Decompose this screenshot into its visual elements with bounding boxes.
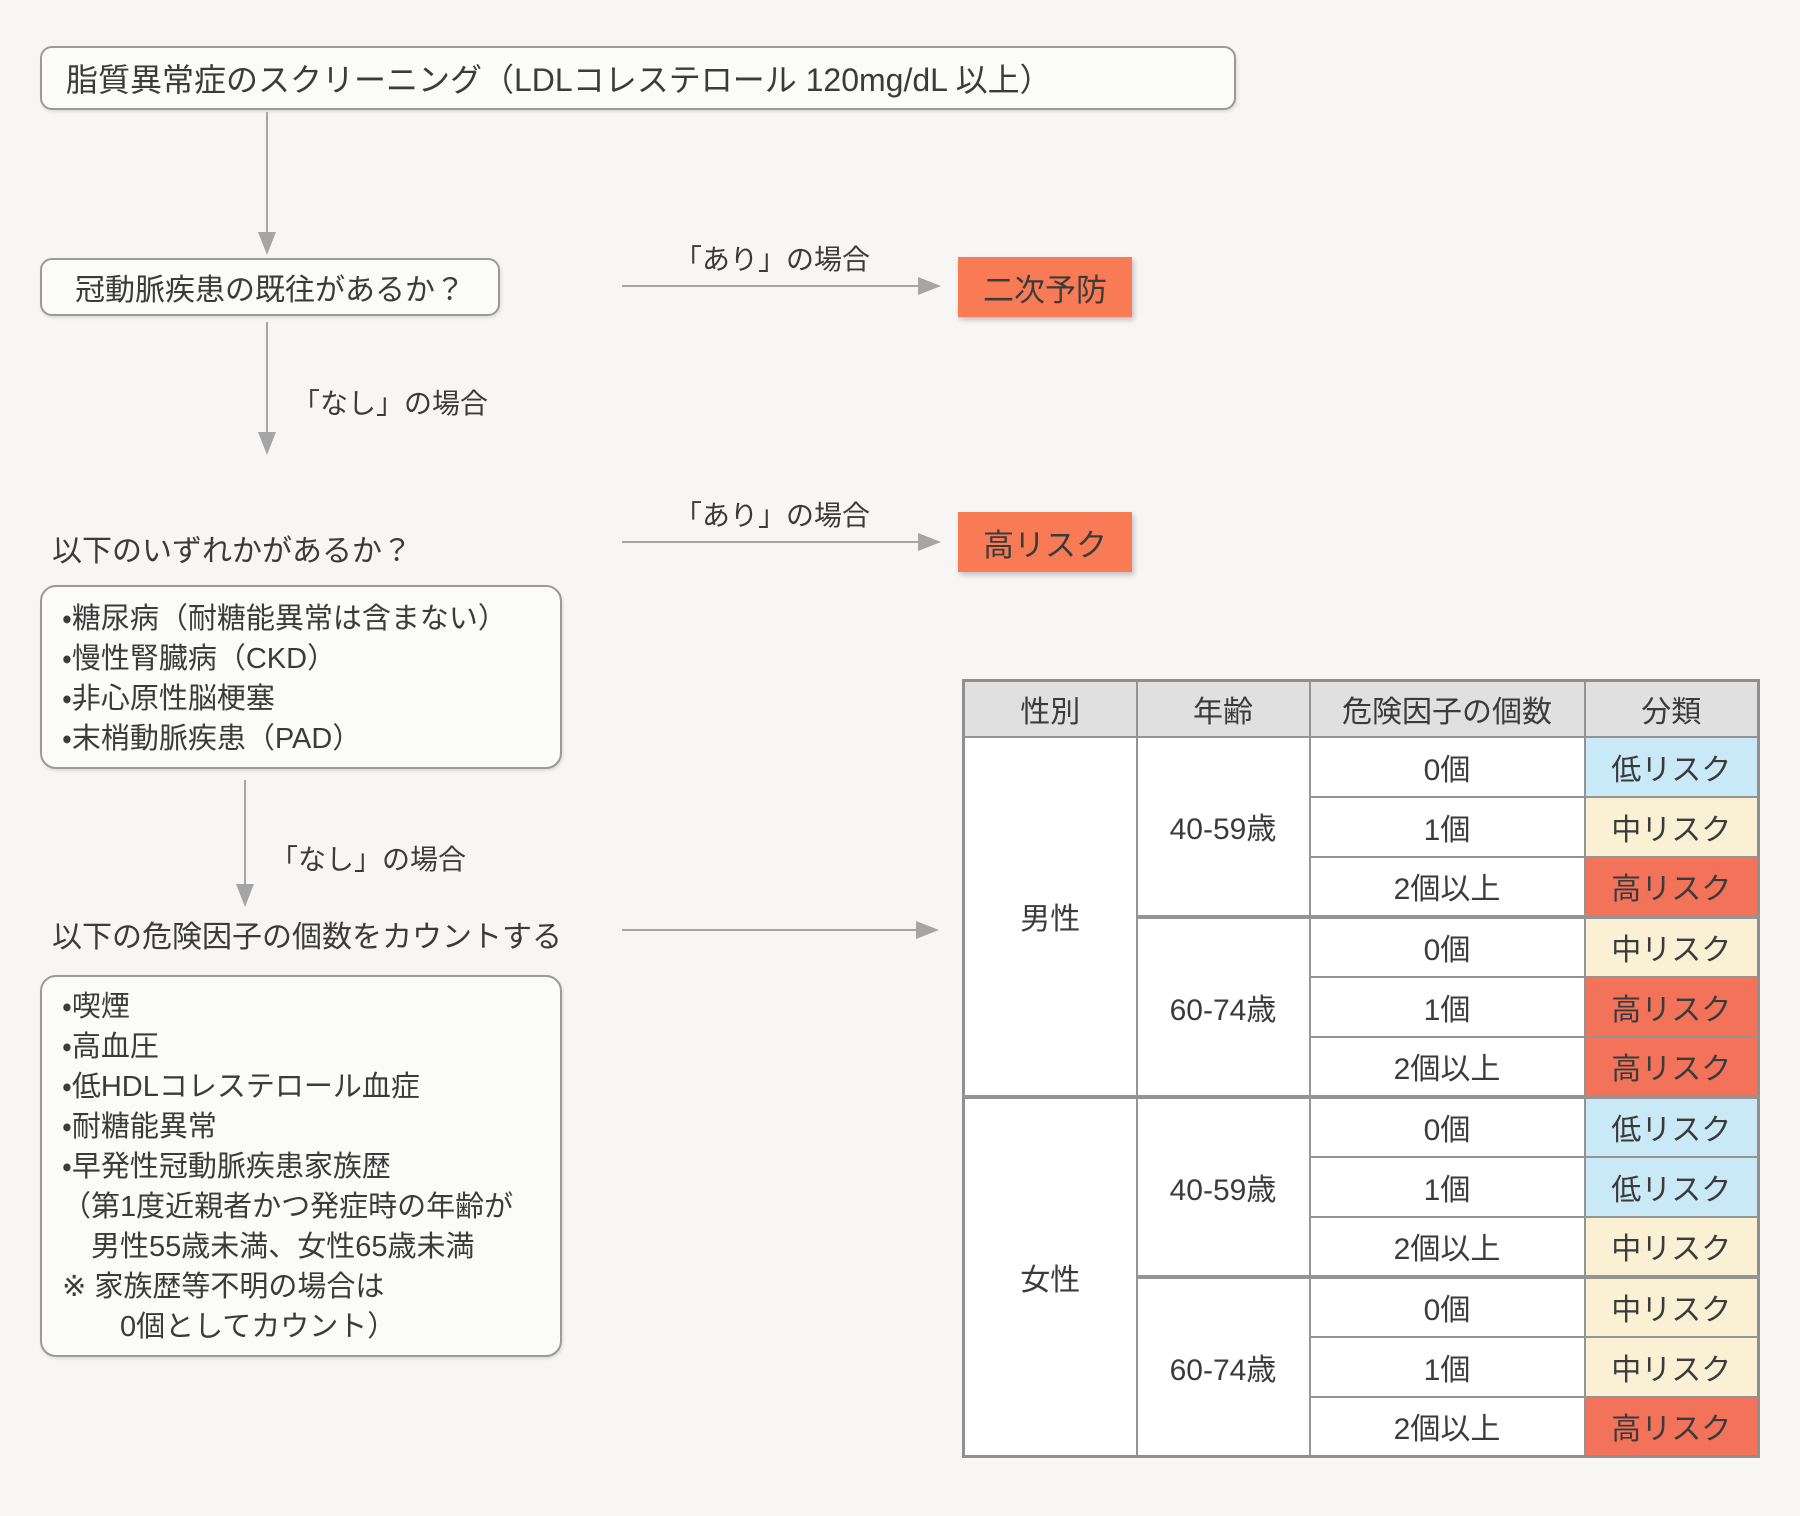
arrow-line-conditions-to-count bbox=[244, 780, 246, 886]
risk-factor-family-history-note-2: 男性55歳未満、女性65歳未満 bbox=[62, 1231, 475, 1263]
question-coronary-history-box: 冠動脈疾患の既往があるか？ bbox=[40, 258, 500, 316]
cell-sex-female: 女性 bbox=[962, 1094, 1138, 1458]
cell-risk: 中リスク bbox=[1583, 1335, 1760, 1398]
arrow-head-q2-to-high-risk bbox=[918, 533, 941, 551]
condition-item-stroke: ・非心原性脳梗塞 bbox=[62, 683, 275, 715]
question-coronary-history: 冠動脈疾患の既往があるか？ bbox=[75, 274, 465, 307]
cell-count: 0個 bbox=[1308, 735, 1586, 798]
table-row: 2個以上 中リスク bbox=[964, 1215, 1760, 1278]
cell-sex-male: 男性 bbox=[962, 735, 1138, 1098]
table-row: 女性 40-59歳 0個 低リスク bbox=[962, 1094, 1760, 1458]
arrow-head-count-to-table bbox=[916, 921, 939, 939]
cell-age-male-40-59: 40-59歳 bbox=[1135, 735, 1311, 918]
cell-count: 2個以上 bbox=[1308, 1035, 1586, 1098]
arrow-head-conditions-to-count bbox=[236, 884, 254, 907]
risk-factor-unknown-note-2: 0個としてカウント） bbox=[62, 1311, 397, 1343]
cell-age-female-60-74: 60-74歳 bbox=[1135, 1274, 1311, 1458]
header-sex: 性別 bbox=[962, 679, 1138, 738]
header-risk-factor-count: 危険因子の個数 bbox=[1308, 679, 1586, 738]
cell-risk: 高リスク bbox=[1583, 1035, 1760, 1098]
risk-factors-list-box: ・喫煙 ・高血圧 ・低HDLコレステロール血症 ・耐糖能異常 ・早発性冠動脈疾患… bbox=[40, 975, 562, 1357]
label-no-case-2: 「なし」の場合 bbox=[270, 844, 467, 875]
risk-factor-smoking: ・喫煙 bbox=[62, 991, 130, 1023]
result-secondary-prevention-label: 二次予防 bbox=[983, 272, 1107, 308]
cell-count: 2個以上 bbox=[1308, 855, 1586, 918]
table-row: 2個以上 高リスク bbox=[964, 1035, 1760, 1098]
result-high-risk-label: 高リスク bbox=[983, 527, 1107, 563]
label-no-case-1: 「なし」の場合 bbox=[292, 388, 489, 419]
cell-count: 0個 bbox=[1308, 1094, 1586, 1158]
arrow-head-q1-to-q2 bbox=[258, 432, 276, 455]
table-row: 1個 中リスク bbox=[964, 1335, 1760, 1398]
cell-risk: 中リスク bbox=[1583, 1215, 1760, 1278]
risk-factor-low-hdl: ・低HDLコレステロール血症 bbox=[62, 1071, 420, 1103]
cell-risk: 中リスク bbox=[1583, 1274, 1760, 1338]
result-high-risk: 高リスク bbox=[958, 512, 1132, 572]
cell-count: 0個 bbox=[1308, 1274, 1586, 1338]
cell-risk: 高リスク bbox=[1583, 855, 1760, 918]
cell-risk: 高リスク bbox=[1583, 1395, 1760, 1458]
table-row: 2個以上 高リスク bbox=[964, 855, 1760, 918]
arrow-line-count-to-table bbox=[622, 929, 918, 931]
cell-count: 1個 bbox=[1308, 795, 1586, 858]
cell-age-male-60-74: 60-74歳 bbox=[1135, 914, 1311, 1098]
risk-factor-glucose-intolerance: ・耐糖能異常 bbox=[62, 1111, 217, 1143]
risk-classification-table: 性別 年齢 危険因子の個数 分類 男性 40-59歳 0個 低リスク 1個 中リ… bbox=[962, 679, 1760, 1458]
header-classification: 分類 bbox=[1583, 679, 1760, 738]
cell-risk: 中リスク bbox=[1583, 795, 1760, 858]
arrow-head-title-to-q1 bbox=[258, 232, 276, 255]
table-row: 2個以上 高リスク bbox=[964, 1395, 1760, 1458]
label-yes-case-2: 「あり」の場合 bbox=[673, 500, 870, 531]
cell-risk: 低リスク bbox=[1583, 735, 1760, 798]
page-title: 脂質異常症のスクリーニング（LDLコレステロール 120mg/dL 以上） bbox=[66, 62, 1052, 98]
condition-item-pad: ・末梢動脈疾患（PAD） bbox=[62, 723, 362, 755]
arrow-line-q2-to-high-risk bbox=[622, 541, 920, 543]
risk-factor-family-history-note-1: （第1度近親者かつ発症時の年齢が bbox=[62, 1191, 514, 1223]
table-header-row: 性別 年齢 危険因子の個数 分類 bbox=[962, 679, 1760, 738]
cell-count: 2個以上 bbox=[1308, 1215, 1586, 1278]
question-any-condition: 以下のいずれかがあるか？ bbox=[52, 535, 412, 568]
table-row: 1個 低リスク bbox=[964, 1155, 1760, 1218]
conditions-list-box: ・糖尿病（耐糖能異常は含まない） ・慢性腎臓病（CKD） ・非心原性脳梗塞 ・末… bbox=[40, 585, 562, 769]
cell-count: 1個 bbox=[1308, 975, 1586, 1038]
arrow-head-q1-to-secondary bbox=[918, 277, 941, 295]
cell-risk: 低リスク bbox=[1583, 1094, 1760, 1158]
risk-factor-unknown-note-1: ※ 家族歴等不明の場合は bbox=[62, 1271, 385, 1303]
table-row: 男性 40-59歳 0個 低リスク bbox=[962, 735, 1760, 1098]
count-instruction: 以下の危険因子の個数をカウントする bbox=[52, 921, 562, 954]
condition-item-diabetes: ・糖尿病（耐糖能異常は含まない） bbox=[62, 603, 507, 635]
arrow-line-title-to-q1 bbox=[266, 112, 268, 234]
arrow-line-q1-to-secondary bbox=[622, 285, 920, 287]
cell-count: 0個 bbox=[1308, 914, 1586, 978]
risk-factor-family-history: ・早発性冠動脈疾患家族歴 bbox=[62, 1151, 391, 1183]
table-row: 60-74歳 0個 中リスク bbox=[964, 1274, 1760, 1458]
title-box: 脂質異常症のスクリーニング（LDLコレステロール 120mg/dL 以上） bbox=[40, 46, 1236, 110]
cell-risk: 低リスク bbox=[1583, 1155, 1760, 1218]
table-row: 60-74歳 0個 中リスク bbox=[964, 914, 1760, 1098]
cell-count: 1個 bbox=[1308, 1335, 1586, 1398]
arrow-line-q1-to-q2 bbox=[266, 322, 268, 434]
cell-risk: 中リスク bbox=[1583, 914, 1760, 978]
header-age: 年齢 bbox=[1135, 679, 1311, 738]
table-row: 1個 中リスク bbox=[964, 795, 1760, 858]
table-row: 1個 高リスク bbox=[964, 975, 1760, 1038]
cell-risk: 高リスク bbox=[1583, 975, 1760, 1038]
label-yes-case-1: 「あり」の場合 bbox=[673, 244, 870, 275]
cell-count: 1個 bbox=[1308, 1155, 1586, 1218]
result-secondary-prevention: 二次予防 bbox=[958, 257, 1132, 317]
cell-count: 2個以上 bbox=[1308, 1395, 1586, 1458]
cell-age-female-40-59: 40-59歳 bbox=[1135, 1094, 1311, 1278]
condition-item-ckd: ・慢性腎臓病（CKD） bbox=[62, 643, 337, 675]
risk-factor-hypertension: ・高血圧 bbox=[62, 1031, 159, 1063]
